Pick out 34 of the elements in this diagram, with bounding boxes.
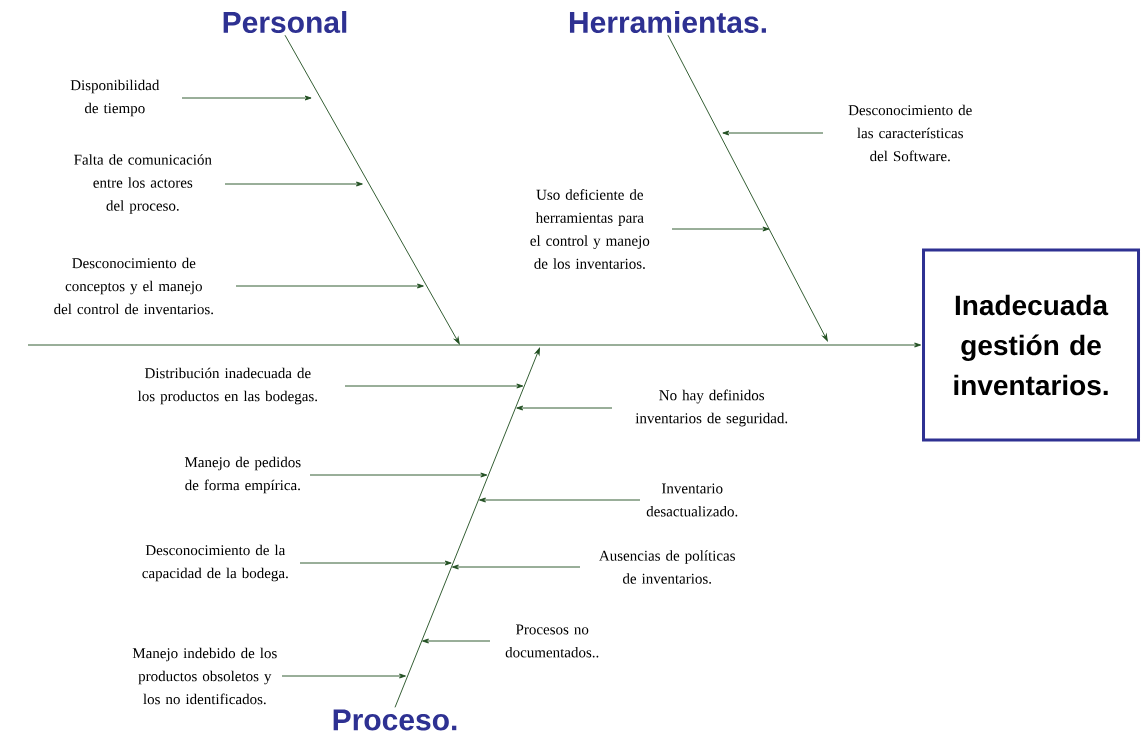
cause-text: Desconocimiento de conceptos y el manejo del control de inventarios. <box>54 257 213 315</box>
effect-box: Inadecuada gestión de inventarios. <box>922 248 1140 442</box>
arrow <box>284 34 460 345</box>
cause-text: Inventario desactualizado. <box>646 483 738 517</box>
arrow <box>671 226 770 232</box>
category-heading: Herramientas. <box>569 11 766 33</box>
arrow <box>299 560 452 566</box>
cause-text: Manejo de pedidos de forma empírica. <box>184 456 301 494</box>
arrow <box>479 497 641 503</box>
arrow <box>281 673 406 679</box>
arrow <box>181 95 312 101</box>
arrow <box>27 342 922 348</box>
arrow <box>516 405 613 411</box>
cause-text: Ausencias de políticas de inventarios. <box>599 550 735 584</box>
category-heading: Proceso. <box>333 709 457 731</box>
cause-text: Desconocimiento de las características del Software. <box>848 104 972 162</box>
cause-text: Distribución inadecuada de los productos en las bodegas. <box>137 367 317 405</box>
category-heading: Personal <box>223 11 347 33</box>
cause-text: Desconocimiento de la capacidad de la bodega. <box>142 544 288 582</box>
arrow <box>722 130 824 136</box>
cause-text: Falta de comunicación entre los actores del proceso. <box>74 154 212 214</box>
arrow <box>452 564 581 570</box>
arrow <box>309 472 488 478</box>
cause-text: Uso deficiente de herramientas para el control y manejo de los inventarios. <box>530 189 650 269</box>
cause-text: Disponibilidad de tiempo <box>70 79 160 117</box>
arrow <box>422 638 491 644</box>
arrow <box>394 347 540 708</box>
arrow <box>235 283 424 289</box>
cause-text: Manejo indebido de los productos obsoletos y los no identificados. <box>132 647 277 705</box>
arrow <box>667 34 828 342</box>
cause-text: Procesos no documentados.. <box>505 624 599 658</box>
cause-text: No hay definidos inventarios de seguridad. <box>635 389 788 427</box>
arrow <box>344 383 524 389</box>
arrow <box>224 181 363 187</box>
